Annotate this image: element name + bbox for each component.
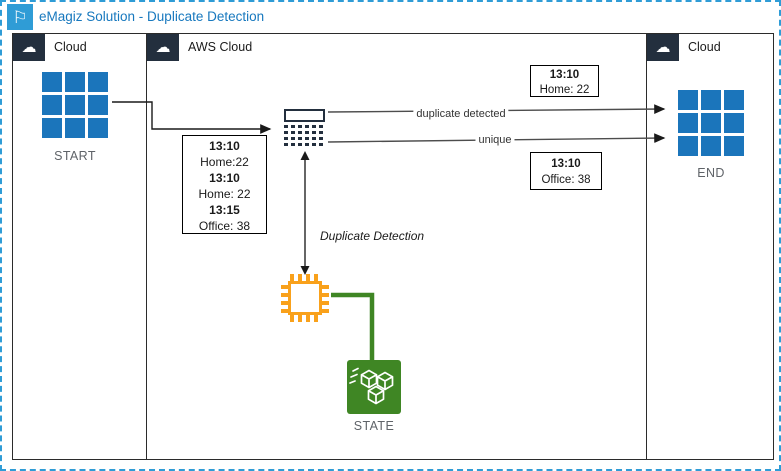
filter-dots: [284, 125, 325, 128]
region-header: ☁ AWS Cloud: [147, 34, 252, 61]
filter-dots: [284, 137, 325, 140]
note-line: 13:10: [551, 158, 581, 170]
grid-cell: [724, 90, 744, 110]
grid-cell: [678, 113, 698, 133]
chip-pins-left: [281, 283, 288, 313]
start-label: START: [54, 149, 96, 163]
grid-cell: [88, 95, 108, 115]
end-label: END: [697, 166, 725, 180]
grid-cell: [65, 72, 85, 92]
end-node[interactable]: [678, 90, 744, 156]
cloud-icon: ☁: [13, 34, 45, 61]
region-label: AWS Cloud: [188, 40, 253, 54]
page-title: eMagiz Solution - Duplicate Detection: [39, 9, 265, 24]
grid-cell: [42, 72, 62, 92]
grid-cell: [701, 113, 721, 133]
grid-cell: [88, 118, 108, 138]
region-aws-cloud: ☁ AWS Cloud: [147, 33, 647, 460]
note-line: 13:10: [209, 139, 240, 153]
region-cloud-left: ☁ Cloud: [12, 33, 147, 460]
cloud-icon: ☁: [147, 34, 179, 61]
filter-dots: [284, 131, 325, 134]
cloud-icon: ☁: [647, 34, 679, 61]
edge-label-duplicate-detected: duplicate detected: [413, 108, 509, 120]
grid-cell: [724, 136, 744, 156]
grid-cell: [678, 136, 698, 156]
duplicate-output-note[interactable]: 13:10 Home: 22: [530, 65, 599, 97]
region-label: Cloud: [688, 40, 721, 54]
edge-label-unique: unique: [475, 134, 515, 146]
grid-cell: [701, 90, 721, 110]
note-line: Office: 38: [198, 219, 251, 233]
queue-contents-note[interactable]: 13:10 Home:22 13:10 Home: 22 13:15 Offic…: [182, 135, 267, 234]
grid-cell: [701, 136, 721, 156]
grid-cell: [678, 90, 698, 110]
grid-cell: [42, 95, 62, 115]
filter-dots: [284, 143, 325, 146]
note-line: Home: 22: [539, 84, 590, 96]
grid-cell: [42, 118, 62, 138]
note-line: Home:22: [200, 155, 249, 169]
region-label: Cloud: [54, 40, 87, 54]
chip-pins-right: [322, 283, 329, 313]
filter-bar: [284, 109, 325, 122]
state-label: STATE: [353, 419, 395, 433]
note-line: 13:10: [209, 171, 240, 185]
note-line: Home: 22: [198, 187, 251, 201]
start-node[interactable]: [42, 72, 108, 138]
region-header: ☁ Cloud: [647, 34, 721, 61]
note-line: 13:15: [209, 203, 240, 217]
region-cloud-right: ☁ Cloud: [647, 33, 774, 460]
chip-pins-bottom: [290, 315, 320, 322]
grid-cell: [65, 118, 85, 138]
unique-output-note[interactable]: 13:10 Office: 38: [530, 152, 602, 190]
region-header: ☁ Cloud: [13, 34, 87, 61]
chip-body: [288, 281, 322, 315]
grid-cell: [724, 113, 744, 133]
dedup-filter-icon[interactable]: [284, 109, 325, 149]
duplicate-detection-label: Duplicate Detection: [320, 229, 425, 243]
note-line: 13:10: [549, 69, 580, 81]
note-line: Office: 38: [541, 174, 591, 186]
chip-pins-top: [290, 274, 320, 281]
grid-cell: [88, 72, 108, 92]
flag-icon: ⚐: [7, 4, 33, 30]
grid-cell: [65, 95, 85, 115]
state-cubes-icon[interactable]: [347, 360, 401, 414]
